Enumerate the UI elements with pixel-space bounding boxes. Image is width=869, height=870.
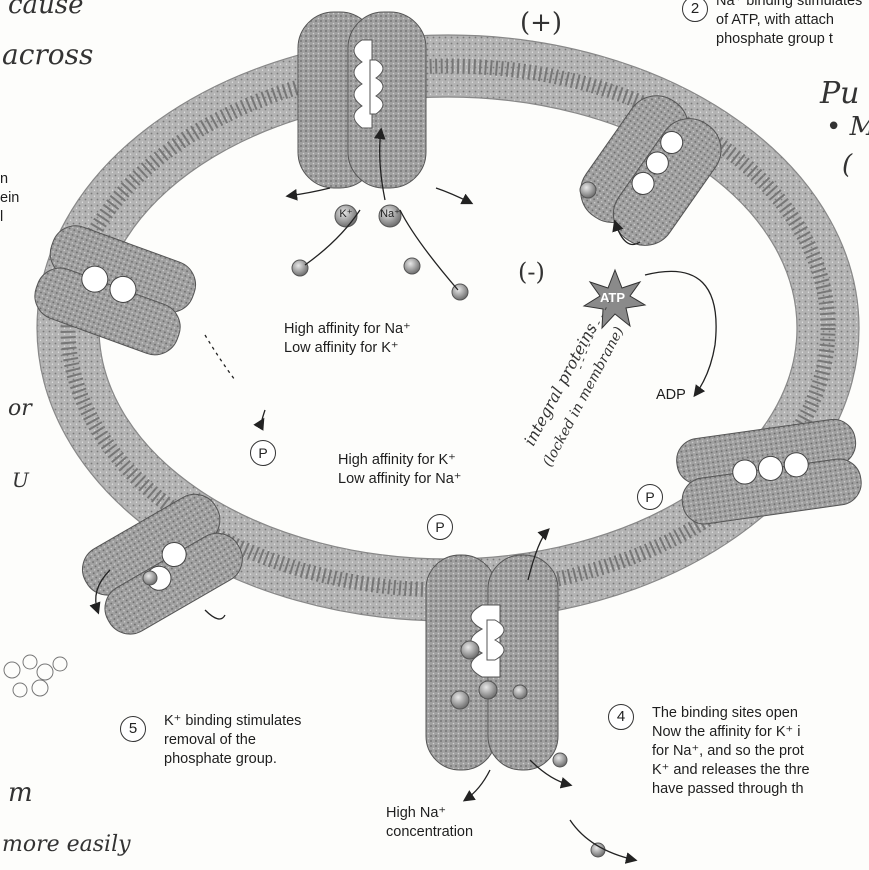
pump-protein-right bbox=[674, 417, 864, 527]
step-4-caption: The binding sites open Now the affinity … bbox=[652, 704, 810, 799]
handwriting-minus: (-) bbox=[518, 258, 545, 286]
left-edge-text: n ein l bbox=[0, 170, 19, 227]
step-2-caption: Na⁺ binding stimulates of ATP, with atta… bbox=[716, 0, 862, 49]
handwritten-scribbles bbox=[4, 655, 67, 697]
phosphate-circle-bottom: P bbox=[427, 514, 453, 540]
phosphate-circle-left: P bbox=[250, 440, 276, 466]
adp-label: ADP bbox=[656, 386, 686, 405]
handwriting-more-easily: more easily bbox=[2, 832, 131, 857]
handwriting-left-u: U bbox=[12, 468, 29, 492]
step-4-number: 4 bbox=[608, 704, 634, 730]
phosphate-circle-right: P bbox=[637, 484, 663, 510]
handwriting-across: across bbox=[2, 38, 93, 71]
high-na-concentration-label: High Na⁺ concentration bbox=[386, 804, 473, 842]
handwriting-left-or: or bbox=[8, 396, 32, 421]
center-top-affinity: High affinity for Na⁺ Low affinity for K… bbox=[284, 320, 411, 358]
step-5-number: 5 bbox=[120, 716, 146, 742]
handwriting-paren: ( bbox=[842, 150, 852, 180]
center-bottom-affinity: High affinity for K⁺ Low affinity for Na… bbox=[338, 451, 461, 489]
pump-protein-bottom bbox=[426, 555, 558, 770]
handwriting-pu: Pu bbox=[820, 76, 860, 111]
k-ion-label: K⁺ bbox=[334, 207, 358, 220]
handwriting-bullet-m: • M bbox=[826, 112, 869, 142]
handwriting-plus: (+) bbox=[520, 8, 562, 38]
na-ion-label: Na⁺ bbox=[377, 207, 403, 220]
step-5-caption: K⁺ binding stimulates removal of the pho… bbox=[164, 712, 301, 769]
atp-label: ATP bbox=[600, 290, 625, 305]
pump-protein-top bbox=[298, 12, 426, 188]
handwriting-bottom-m: m bbox=[8, 778, 33, 808]
handwriting-cause: cause bbox=[8, 0, 84, 20]
